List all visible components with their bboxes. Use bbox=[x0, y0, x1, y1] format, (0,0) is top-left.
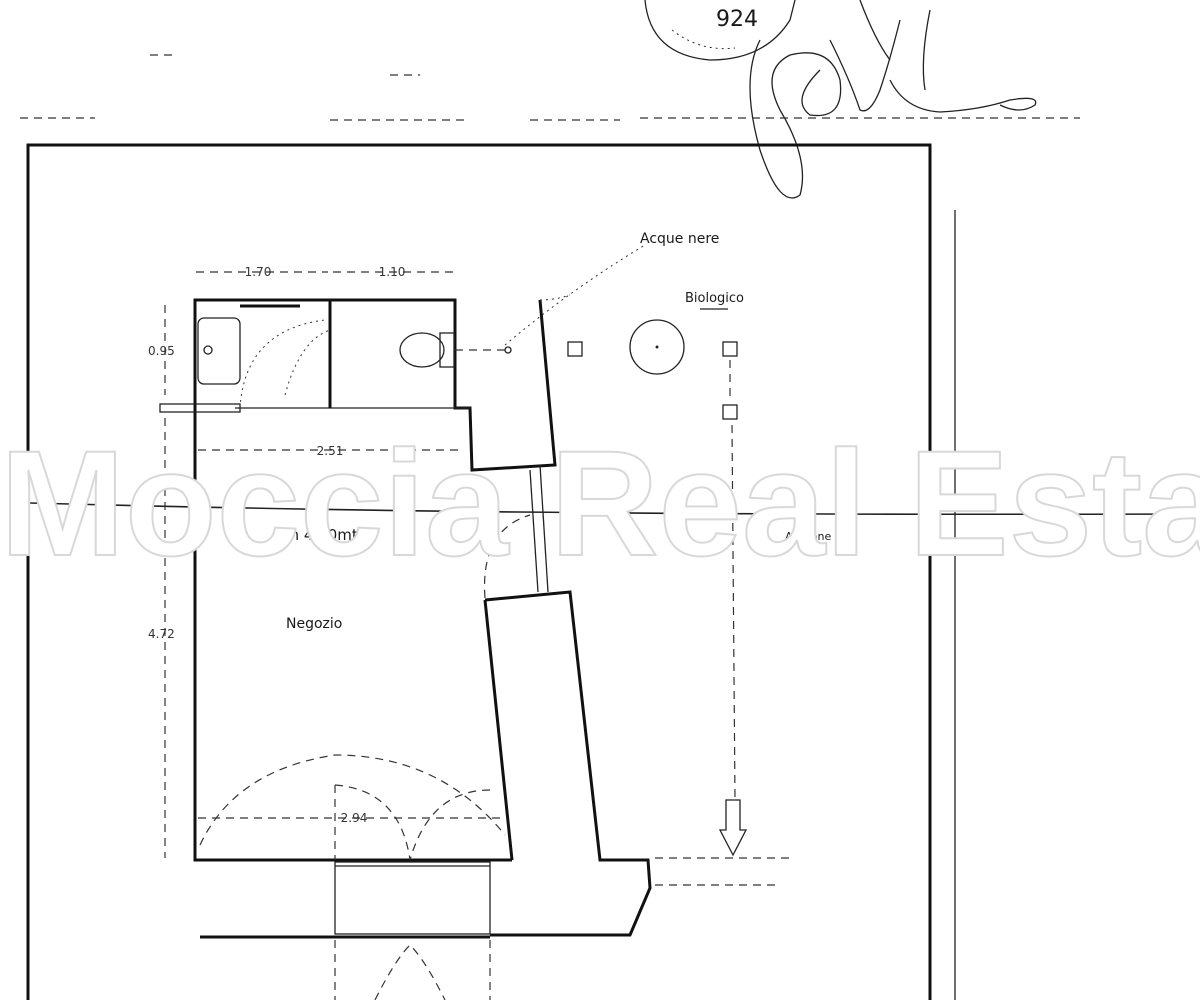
signature bbox=[749, 0, 1037, 199]
top-marks bbox=[20, 54, 1080, 121]
dim-bath1-width: 1.70 bbox=[245, 265, 272, 279]
inspection-box-2 bbox=[722, 341, 738, 357]
dim-bath2-width: 1.10 bbox=[379, 265, 406, 279]
plumbing bbox=[455, 244, 748, 857]
inspection-box-1 bbox=[567, 341, 583, 357]
sink bbox=[197, 317, 241, 385]
inspection-box-3 bbox=[722, 404, 738, 420]
shop-walls bbox=[159, 298, 652, 937]
label-biologico: Biologico bbox=[685, 291, 744, 306]
fold-line bbox=[29, 502, 1200, 516]
dim-shop-width-bottom: 2.94 bbox=[341, 811, 368, 825]
drain-arrow bbox=[718, 799, 748, 857]
bathroom-fixtures bbox=[197, 304, 455, 409]
outer-frame bbox=[26, 143, 932, 1000]
dim-shop-depth: 4.72 bbox=[148, 627, 175, 641]
label-height: hm 4,00mt bbox=[275, 526, 358, 544]
watermark: Moccia Real Estate bbox=[0, 419, 1200, 587]
entrance bbox=[200, 857, 790, 1000]
dim-bath-depth: 0.95 bbox=[148, 344, 175, 358]
stamp: 924 bbox=[644, 0, 796, 61]
septic-tank bbox=[629, 319, 685, 375]
toilet bbox=[399, 332, 445, 368]
label-negozio: Negozio bbox=[286, 616, 342, 632]
label-acque-nere: Acque nere bbox=[640, 231, 719, 247]
dimension-lines bbox=[164, 271, 500, 858]
dim-shop-width-top: 2.51 bbox=[317, 444, 344, 458]
label-androne: Androne bbox=[785, 530, 831, 543]
acque-nere-leader bbox=[504, 244, 646, 346]
stamp-number: 924 bbox=[716, 7, 758, 32]
doors bbox=[199, 294, 571, 861]
